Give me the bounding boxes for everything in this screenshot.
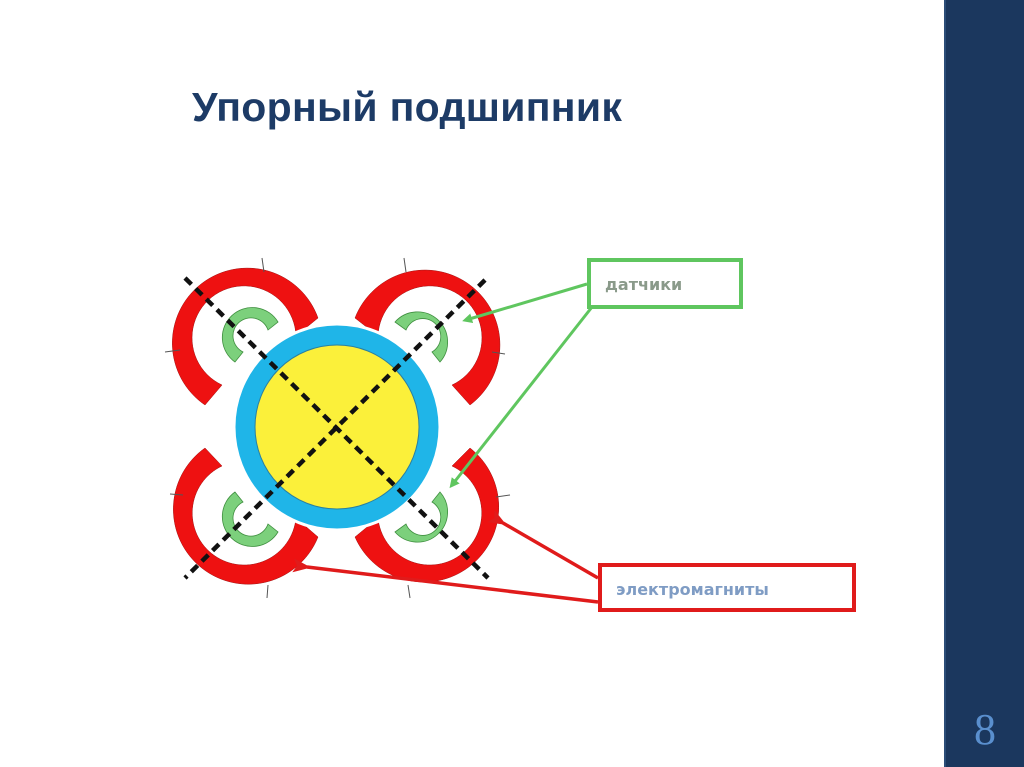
slide: Упорный подшипник — [164, 84, 856, 612]
sidebar-band: 8 — [944, 0, 1024, 767]
thrust-bearing-diagram — [164, 257, 599, 604]
electromagnet-top-left — [172, 267, 319, 406]
sensor-top-left — [221, 307, 279, 363]
page-number: 8 — [974, 705, 996, 754]
sensors-label: датчики — [587, 258, 743, 309]
electromagnets-label: электромагниты — [598, 563, 856, 612]
axis-lines — [183, 276, 490, 580]
slide-title: Упорный подшипник — [192, 84, 623, 130]
electromagnet-arrows — [292, 509, 599, 604]
sensor-bottom-right — [394, 491, 448, 543]
sensor-bottom-left — [221, 491, 279, 547]
sensor-top-right — [394, 311, 448, 363]
sensor-arrows — [449, 282, 594, 489]
electromagnet-bottom-left — [173, 447, 319, 585]
coil-leads — [164, 257, 511, 599]
electromagnet-top-right — [354, 269, 501, 406]
